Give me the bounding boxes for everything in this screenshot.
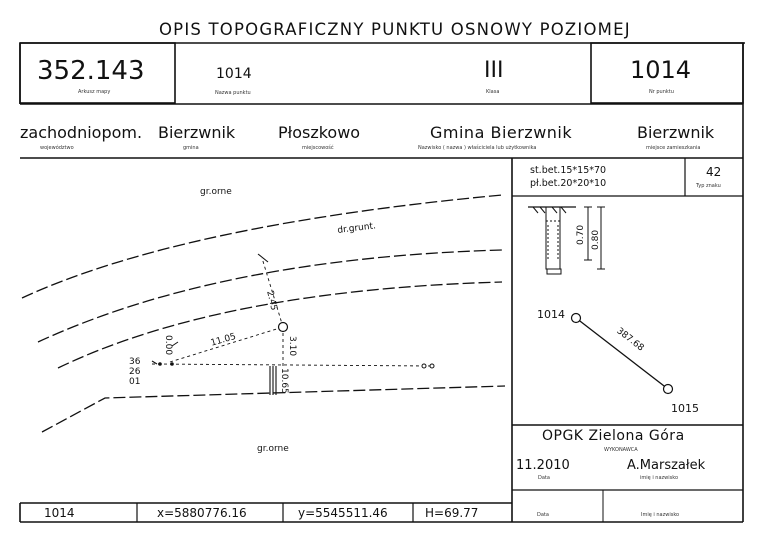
wlasciciel-value: Gmina Bierzwnik [430,123,573,142]
footer-name-label: Imię i nazwisko [641,512,680,518]
gmina-label: gmina [183,145,199,151]
measure-line-main [151,363,433,367]
typ-label: Typ znaku [696,183,721,189]
miejscowosc-value: Płoszkowo [278,123,361,142]
nr-label: Nr punktu [649,89,674,95]
road-boundary-upper [37,249,503,343]
nr-value: 1014 [630,56,692,84]
sign-spec-line2: pł.bet.20*20*10 [530,178,607,189]
parcel-36: 36 [129,357,141,367]
wlasciciel-label: Nazwisko ( nazwa ) właściciela lub użytk… [418,145,537,151]
relation-line [575,317,669,390]
executor-date-label: Data [538,475,550,481]
wojewodztwo-value: zachodniopom. [20,123,143,142]
relation-point-b-label: 1015 [671,402,699,415]
nazwa-label: Nazwa punktu [215,90,251,96]
field-boundary-lower [41,385,506,433]
document-title: OPIS TOPOGRAFICZNY PUNKTU OSNOWY POZIOME… [159,20,631,39]
field-boundary-upper [21,194,503,299]
relation-point-a-label: 1014 [537,308,565,321]
relation-point-b [662,383,674,395]
typ-value: 42 [706,165,722,179]
arkusz-value: 352.143 [37,56,145,86]
footer-x-coordinate: x=5880776.16 [157,506,247,520]
relation-point-a [570,312,582,324]
klasa-label: Klasa [486,89,500,95]
footer-height: H=69.77 [425,506,479,520]
executor-name: A.Marszałek [627,458,706,473]
dimension-3-10: 3.10 [287,336,297,357]
measure-line-245 [261,257,284,328]
executor-company-label: WYKONAWCA [604,447,638,453]
zamieszkania-value: Bierzwnik [637,123,715,142]
klasa-value: III [484,58,504,83]
road-boundary-lower [57,281,503,369]
parcel-26: 26 [129,367,141,377]
point-marker [277,321,289,333]
zamieszkania-label: miejsce zamieszkania [646,145,701,151]
executor-date: 11.2010 [516,458,570,473]
parcel-01: 01 [129,377,141,387]
label-gr-orne-bottom: gr.orne [257,444,289,454]
arkusz-label: Arkusz mapy [78,89,111,95]
nazwa-value: 1014 [216,66,252,82]
footer-date-label: Data [537,512,549,518]
label-gr-orne-top: gr.orne [200,187,232,197]
executor-company: OPGK Zielona Góra [542,428,685,444]
wojewodztwo-label: województwo [40,145,74,151]
sign-dimension-0-70: 0.70 [576,224,586,245]
sign-spec-line1: st.bet.15*15*70 [530,165,607,176]
footer-y-coordinate: y=5545511.46 [298,506,388,520]
dimension-10-65: 10.65 [279,368,289,394]
sign-dimension-0-80: 0.80 [591,229,601,250]
dimension-0-00: 0.00 [163,335,173,356]
measure-line-1105 [169,326,284,363]
miejscowosc-label: miejscowość [302,145,334,151]
gmina-value: Bierzwnik [158,123,236,142]
footer-point-number: 1014 [44,506,75,520]
executor-name-label: imię i nazwisko [640,475,679,481]
